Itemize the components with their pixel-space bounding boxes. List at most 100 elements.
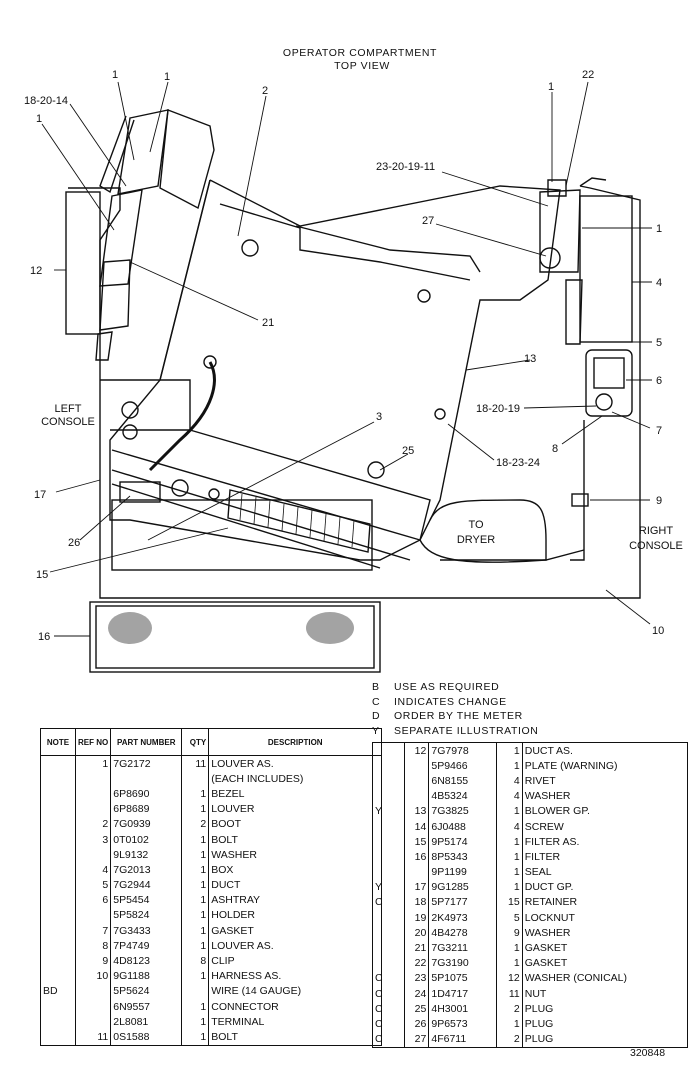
cell-desc: FILTER [521, 849, 688, 865]
legend-text: ORDER BY THE METER [394, 710, 523, 722]
cell-desc: PLUG [521, 1031, 688, 1048]
cell-note [373, 910, 405, 925]
callout-26: 26 [68, 537, 80, 549]
cell-ref [74, 1014, 111, 1030]
cell-desc: CONNECTOR [208, 999, 382, 1015]
cell-ref: 12 [404, 742, 429, 759]
cell-ref: 2 [74, 816, 111, 832]
header-part: PART NUMBER [110, 728, 182, 756]
cell-note [373, 849, 405, 864]
cell-part [110, 771, 182, 787]
cell-desc: LOUVER [208, 801, 382, 817]
compartment-outline [68, 185, 641, 599]
cell-desc: PLUG [521, 1001, 688, 1017]
cell-part: 8P5343 [428, 849, 497, 865]
illustration-number: 320848 [630, 1047, 666, 1059]
cell-qty: 4 [495, 773, 523, 789]
cell-note [41, 1029, 76, 1045]
cell-ref: 7 [74, 923, 111, 939]
legend-text: SEPARATE ILLUSTRATION [394, 724, 539, 737]
cell-qty: 1 [181, 907, 209, 924]
cell-desc: WASHER (CONICAL) [521, 970, 688, 986]
cell-note [373, 789, 405, 804]
cell-ref [74, 907, 111, 924]
cell-qty: 11 [495, 986, 523, 1002]
cell-note [373, 773, 405, 788]
cell-qty: 11 [181, 755, 209, 772]
cell-part: 5P9466 [428, 758, 497, 774]
cell-ref: 11 [74, 1029, 111, 1046]
cell-qty: 1 [181, 862, 209, 878]
cell-part: 9L9132 [110, 847, 182, 863]
cell-desc: DUCT GP. [521, 879, 688, 895]
callout-3: 3 [376, 411, 382, 423]
cell-ref: 15 [404, 834, 429, 850]
cell-note: Y [375, 805, 383, 818]
right-console-label: RIGHT [639, 525, 674, 537]
cell-desc: RIVET [521, 773, 688, 789]
cell-ref [74, 801, 111, 817]
cell-ref [74, 983, 111, 999]
cell-ref: 5 [74, 877, 111, 893]
cell-desc: HARNESS AS. [208, 968, 382, 984]
cell-desc: BOLT [208, 831, 382, 848]
cell-ref: 14 [404, 818, 429, 835]
cell-qty: 1 [181, 968, 209, 984]
cell-note: C [375, 896, 383, 909]
cell-ref: 23 [404, 970, 429, 986]
cell-desc: WIRE (14 GAUGE) [208, 983, 382, 999]
cell-qty: 1 [495, 864, 523, 880]
cell-part: 7P4749 [110, 938, 182, 954]
cell-qty: 1 [495, 1016, 523, 1032]
cell-ref [404, 773, 429, 789]
cell-part: 4H3001 [428, 1001, 497, 1017]
cell-qty: 1 [495, 803, 523, 819]
cell-desc: HOLDER [208, 907, 382, 924]
cell-ref: 1 [74, 755, 111, 772]
callout-25: 25 [402, 445, 414, 457]
cell-note [41, 893, 76, 908]
cell-qty: 1 [495, 940, 523, 956]
cell-note: C [375, 1002, 383, 1015]
callout-2: 2 [262, 85, 268, 97]
left-console-label: LEFT [55, 403, 82, 415]
cell-ref: 16 [404, 849, 429, 865]
cell-qty: 4 [495, 818, 523, 835]
cell-desc: BEZEL [208, 786, 382, 802]
cell-qty: 1 [181, 892, 209, 908]
callout-12: 12 [30, 265, 42, 277]
cell-part: 7G2944 [110, 877, 182, 893]
cell-qty: 1 [181, 801, 209, 817]
cell-part: 9G1188 [110, 968, 182, 984]
to-dryer-label: TO [468, 519, 484, 531]
cell-desc: (EACH INCLUDES) [208, 771, 382, 787]
cell-ref [404, 758, 429, 774]
cell-qty: 15 [495, 894, 523, 911]
table-row: (EACH INCLUDES) [41, 771, 382, 787]
cell-ref: 25 [404, 1001, 429, 1017]
cell-part: 9P5174 [428, 834, 497, 850]
cell-desc: DUCT [208, 877, 382, 893]
cell-note: Y [375, 881, 383, 894]
